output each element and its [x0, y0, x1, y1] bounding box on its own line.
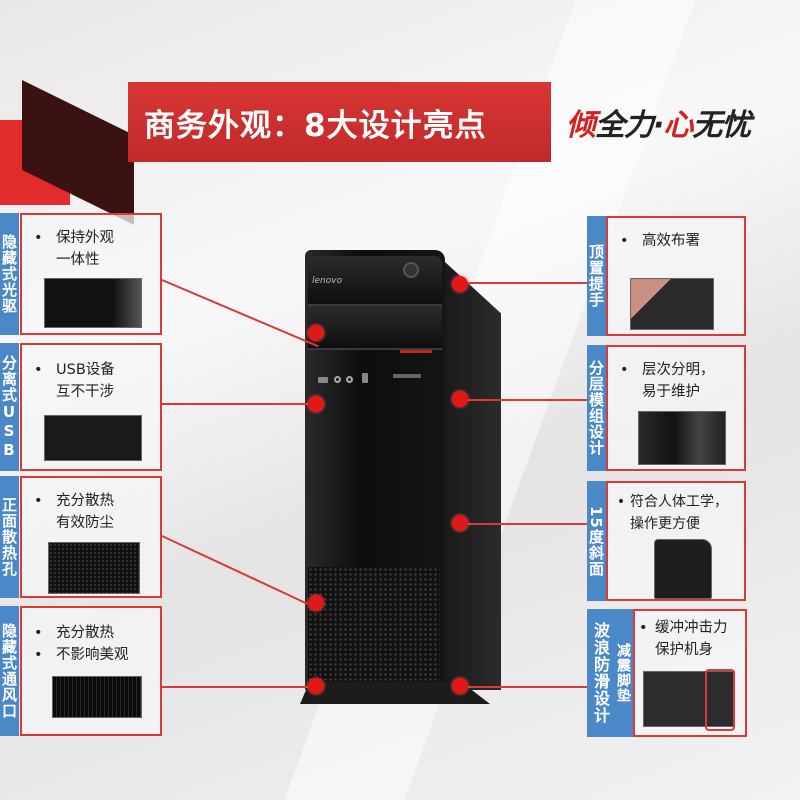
audio-jack-icon	[346, 376, 353, 383]
audio-jack-icon	[334, 376, 341, 383]
leader-line	[460, 686, 592, 688]
feature-label: 隐藏式通风口	[0, 606, 19, 736]
card-reader-slot	[393, 374, 421, 378]
feature-bullet: •保持外观一体性	[34, 230, 114, 268]
feature-bullet: •层次分明，易于维护	[620, 362, 715, 400]
feature-panel-hidden-vent: •充分散热•不影响美观	[20, 606, 162, 736]
marker-dot	[452, 276, 468, 292]
marker-dot	[452, 515, 468, 531]
marker-dot	[452, 391, 468, 407]
front-vent-thumbnail	[48, 542, 140, 594]
top-handle-thumbnail	[630, 278, 714, 330]
front-vent-grille	[308, 567, 440, 682]
slogan-part: 倾	[566, 108, 596, 143]
lenovo-logo: lenovo	[312, 276, 343, 286]
marker-dot	[308, 595, 324, 611]
usb-port-icon	[318, 377, 328, 383]
title-banner: 商务外观：8大设计亮点	[128, 82, 551, 162]
foot-pad-thumbnail	[643, 671, 735, 727]
feature-label: 波浪防滑设计	[587, 609, 613, 737]
leader-line	[162, 403, 312, 405]
feature-bullet: •符合人体工学，操作更方便	[616, 494, 728, 532]
feature-panel-foot-pad: •缓冲冲击力保护机身	[633, 609, 747, 737]
leader-line	[462, 399, 592, 401]
marker-dot	[308, 325, 324, 341]
marker-dot	[308, 396, 324, 412]
top-bay	[308, 256, 442, 306]
leader-line	[460, 523, 592, 525]
feature-label: 隐藏式光驱	[0, 213, 19, 335]
feature-bullet: •高效布署	[620, 233, 700, 249]
feature-panel-hidden-drive: •保持外观一体性	[20, 213, 162, 335]
feature-panel-slant: •符合人体工学，操作更方便	[606, 481, 746, 601]
optical-bay	[308, 306, 442, 350]
power-button-icon	[403, 262, 419, 278]
modular-thumbnail	[638, 411, 726, 465]
leader-line	[462, 282, 592, 284]
feature-panel-modular: •层次分明，易于维护	[606, 345, 746, 471]
optical-drive-thumbnail	[44, 278, 142, 328]
feature-panel-front-vent: •充分散热有效防尘	[20, 476, 162, 598]
tower-base	[300, 682, 490, 704]
highlight-box	[705, 669, 735, 731]
leader-line	[162, 686, 312, 688]
feature-bullet: •充分散热•不影响美观	[34, 625, 129, 663]
page-title: 商务外观：8大设计亮点	[144, 107, 487, 144]
slogan-part: 无忧	[692, 108, 751, 143]
eject-strip	[400, 350, 432, 353]
marker-dot	[308, 678, 324, 694]
feature-panel-top-handle: •高效布署	[606, 216, 746, 336]
slogan-part: 全力·	[595, 108, 664, 143]
feature-label: 分离式USB	[0, 343, 19, 471]
feature-sublabel: 减震脚垫	[613, 609, 633, 737]
feature-bullet: •缓冲冲击力保护机身	[639, 620, 728, 658]
usb-port-icon	[362, 373, 368, 383]
feature-label: 分层模组设计	[587, 345, 606, 471]
tower-side-panel	[445, 262, 501, 690]
slant-thumbnail	[654, 539, 712, 599]
usb-ports-thumbnail	[44, 415, 142, 461]
feature-label: 顶置提手	[587, 216, 606, 336]
feature-label: 15度斜面	[587, 481, 606, 601]
feature-bullet: •充分散热有效防尘	[34, 493, 114, 531]
marker-dot	[452, 678, 468, 694]
slogan: 倾全力·心无忧	[566, 100, 751, 144]
feature-label: 正面散热孔	[0, 476, 19, 598]
feature-bullet: •USB设备互不干涉	[34, 362, 115, 400]
feature-panel-usb: •USB设备互不干涉	[20, 343, 162, 471]
rear-vent-thumbnail	[52, 676, 142, 718]
slogan-part: 心	[663, 108, 693, 143]
